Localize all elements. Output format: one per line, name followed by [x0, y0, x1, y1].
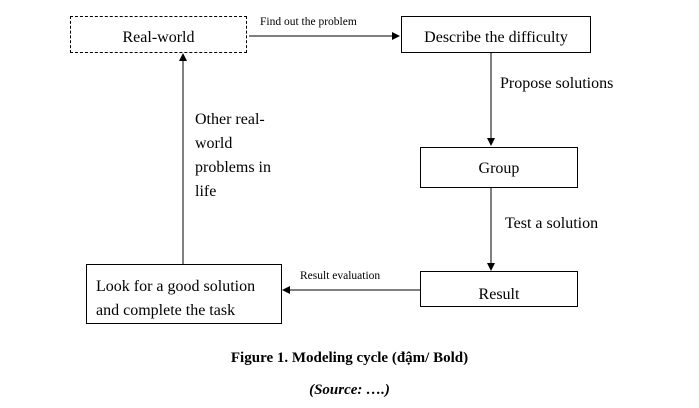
figure-source: (Source: ….): [309, 382, 390, 398]
other-line-2: world: [195, 135, 233, 152]
node-result-label: Result: [478, 286, 520, 303]
node-real-world: Real-world: [70, 16, 247, 53]
node-look-line-1: Look for a good solution: [96, 278, 256, 295]
figure-caption: Figure 1. Modeling cycle (đậm/ Bold): [230, 350, 469, 366]
node-group-label: Group: [478, 160, 520, 177]
other-line-3: problems in: [195, 159, 271, 176]
node-real-world-label: Real-world: [122, 29, 195, 46]
other-line-1: Other real-: [195, 111, 265, 128]
edge-label-propose: Propose solutions: [500, 75, 614, 92]
edge-label-find-out: Find out the problem: [260, 16, 357, 28]
edge-label-evaluation: Result evaluation: [300, 270, 381, 282]
node-describe-difficulty: Describe the difficulty: [401, 16, 591, 53]
node-look-line-2: and complete the task: [96, 302, 236, 319]
node-group: Group: [420, 147, 578, 188]
node-look-for-solution: Look for a good solution and complete th…: [86, 264, 282, 324]
node-result: Result: [420, 271, 578, 307]
node-describe-difficulty-label: Describe the difficulty: [424, 29, 568, 46]
other-line-4: life: [195, 183, 217, 200]
edge-label-test: Test a solution: [505, 215, 599, 232]
edge-label-other-problems: Other real- world problems in life: [195, 108, 271, 204]
